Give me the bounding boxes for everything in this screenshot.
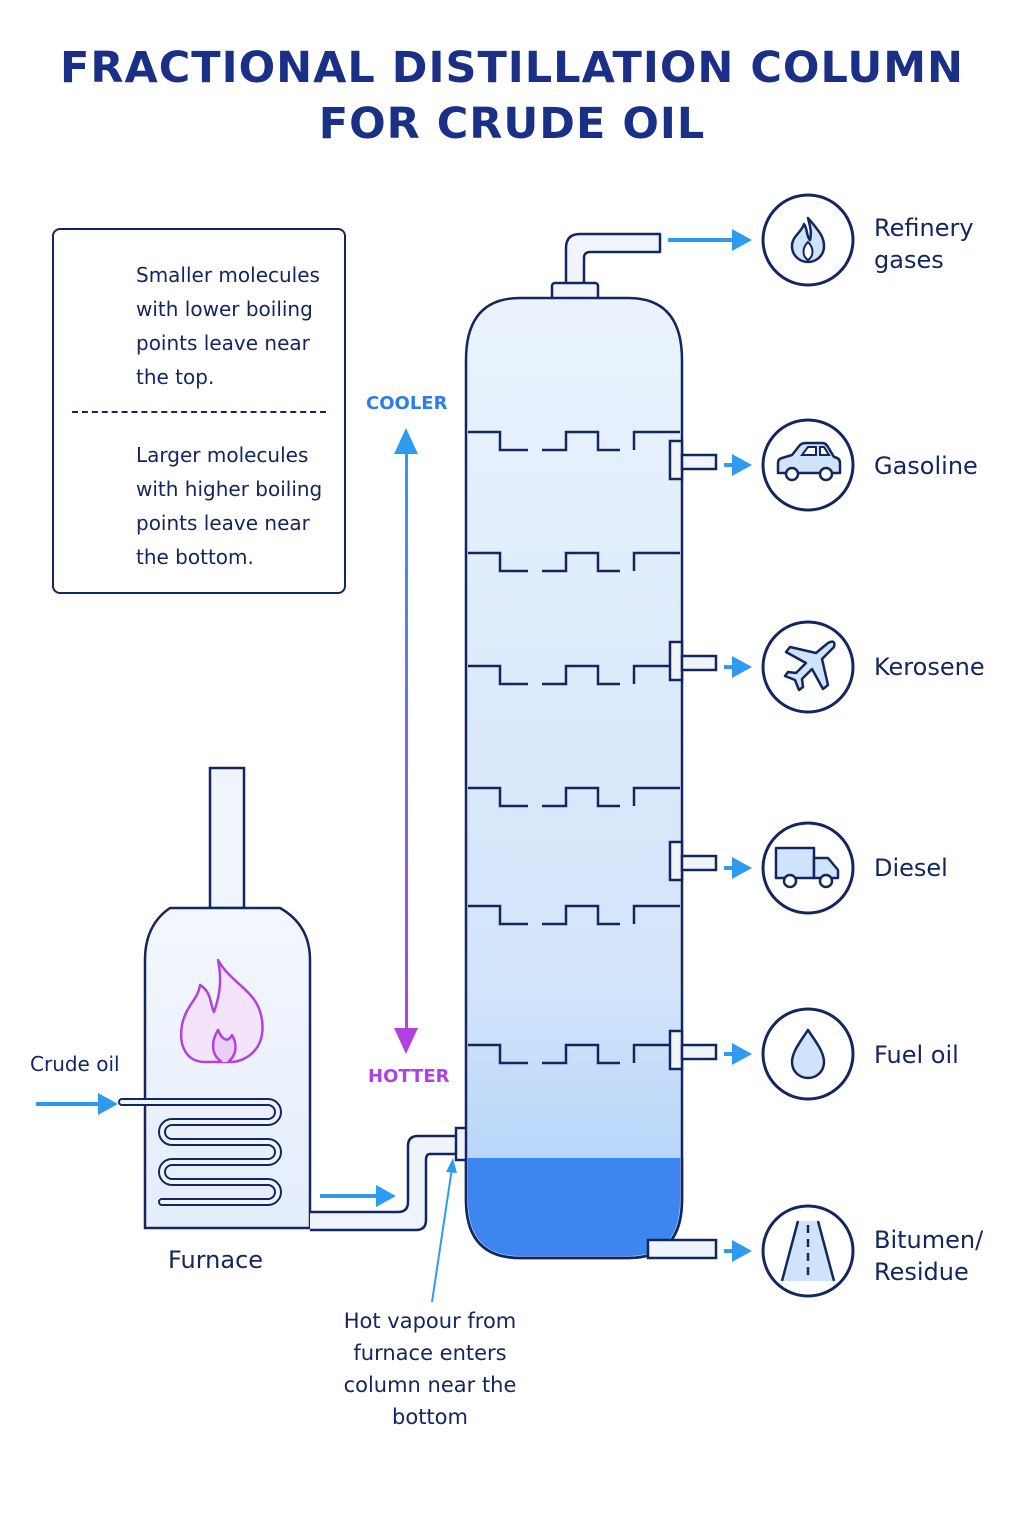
legend-box: Smaller molecules with lower boiling poi… xyxy=(52,228,346,594)
droplet-icon xyxy=(790,1028,826,1080)
tray-4 xyxy=(468,786,680,808)
product-5 xyxy=(724,1007,855,1101)
road-icon xyxy=(780,1220,836,1282)
legend-divider xyxy=(72,411,326,413)
legend-up-text: Smaller molecules with lower boiling poi… xyxy=(136,263,320,389)
furnace-body xyxy=(143,906,312,1230)
car-icon xyxy=(776,441,842,482)
side-draw-1 xyxy=(668,439,718,481)
crude-oil-arrow xyxy=(36,1093,118,1115)
transfer-pipe xyxy=(310,1126,474,1232)
tray-5 xyxy=(468,904,680,926)
tray-1 xyxy=(468,430,680,452)
product-1 xyxy=(668,193,855,287)
cooler-label: COOLER xyxy=(366,393,448,414)
truck-icon xyxy=(774,846,840,889)
product-3 xyxy=(724,620,855,714)
legend-down-text: Larger molecules with higher boiling poi… xyxy=(136,443,323,569)
vapour-note: Hot vapour from furnace enters column ne… xyxy=(343,1309,517,1429)
side-draw-pipes xyxy=(668,439,718,1071)
bottom-outlet-pipe xyxy=(646,1238,718,1260)
product-label-diesel: Diesel xyxy=(874,854,948,882)
product-label-kerosene: Kerosene xyxy=(874,653,985,681)
furnace-flame-icon xyxy=(179,958,264,1064)
product-4 xyxy=(724,821,855,915)
flame-icon xyxy=(790,216,826,264)
vapour-pointer xyxy=(431,1158,457,1303)
plane-icon xyxy=(783,640,836,692)
product-label-refinery-gases: Refinery gases xyxy=(874,214,974,274)
distillation-column xyxy=(464,232,718,1260)
furnace xyxy=(118,766,312,1230)
product-6 xyxy=(724,1204,855,1298)
product-label-bitumen-residue: Bitumen/ Residue xyxy=(874,1226,984,1286)
products xyxy=(668,193,855,1298)
side-draw-3 xyxy=(668,840,718,882)
product-label-gasoline: Gasoline xyxy=(874,452,978,480)
product-2 xyxy=(724,418,855,512)
product-label-fuel-oil: Fuel oil xyxy=(874,1041,959,1069)
title-line-1: FRACTIONAL DISTILLATION COLUMN xyxy=(59,43,965,93)
residue-liquid xyxy=(468,1158,680,1256)
temperature-arrow xyxy=(394,428,418,1054)
crude-oil-label: Crude oil xyxy=(30,1052,120,1076)
column-shell xyxy=(464,296,684,1260)
tray-6 xyxy=(468,1043,680,1065)
title-line-2: FOR CRUDE OIL xyxy=(318,99,706,149)
column-trays xyxy=(468,430,680,1065)
side-draw-2 xyxy=(668,640,718,682)
diagram-title: FRACTIONAL DISTILLATION COLUMN FOR CRUDE… xyxy=(0,40,1024,152)
top-outlet-pipe xyxy=(564,232,662,285)
furnace-chimney xyxy=(208,766,246,910)
hotter-label: HOTTER xyxy=(368,1066,450,1087)
tray-2 xyxy=(468,551,680,573)
side-draw-4 xyxy=(668,1029,718,1071)
tray-3 xyxy=(468,664,680,686)
furnace-label: Furnace xyxy=(168,1246,264,1274)
